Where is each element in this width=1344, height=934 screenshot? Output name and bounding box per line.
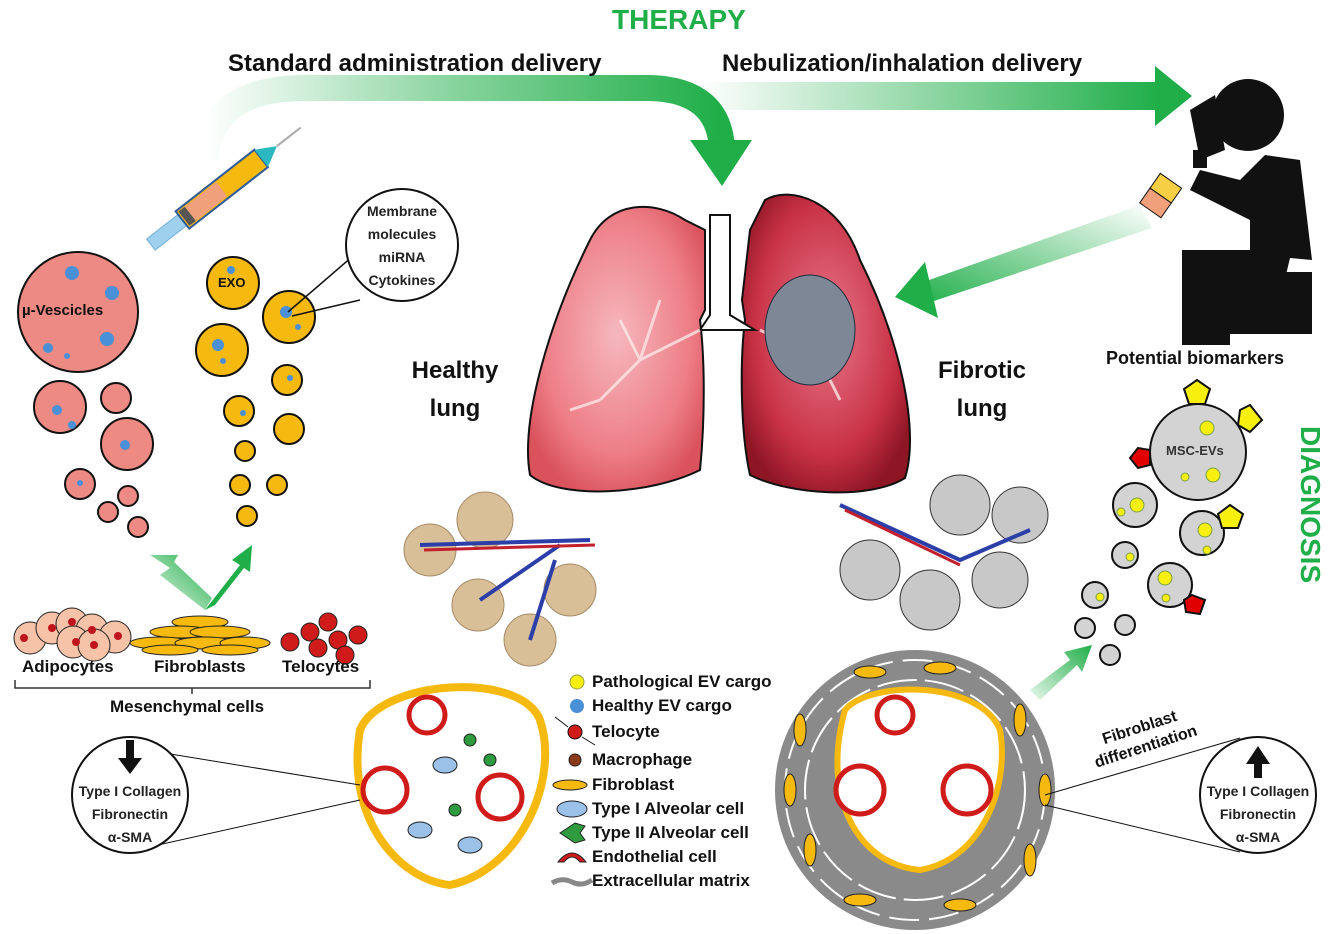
adipocytes-icon	[13, 607, 132, 662]
msc-evs-label: MSC-EVs	[1166, 443, 1224, 458]
marker-line: Fibronectin	[91, 806, 169, 822]
fibrotic-lung-label: Fibrotic lung	[922, 352, 1042, 428]
legend-label: Telocyte	[592, 722, 660, 741]
legend-label: Fibroblast	[592, 775, 675, 794]
healthy-lung-line: lung	[429, 395, 481, 422]
fibroblasts-icon	[129, 615, 271, 656]
legend-label: Type I Alveolar cell	[592, 799, 745, 818]
healthy-tissue-section	[353, 683, 550, 890]
type-ii-alveolar-icon	[559, 822, 586, 844]
healthy-markers-text: Type I Collagen Fibronectin α-SMA	[70, 780, 190, 849]
microvesicles-label: µ-Vescicles	[22, 302, 104, 319]
exosomes-label: EXO	[218, 275, 246, 290]
endothelial-icon	[556, 852, 588, 863]
macrophage-icon	[568, 753, 582, 767]
fibrotic-lung-line: Fibrotic	[938, 357, 1026, 384]
healthy-lung-label: Healthy lung	[395, 352, 515, 428]
legend-swatch	[552, 870, 592, 892]
legend-label: Pathological EV cargo	[592, 672, 772, 691]
marker-line: Type I Collagen	[78, 783, 182, 799]
nebulization-delivery-label: Nebulization/inhalation delivery	[722, 50, 1083, 77]
legend-swatch	[552, 774, 592, 796]
healthy-lung-line: Healthy	[411, 357, 499, 384]
telocyte-icon	[567, 724, 583, 740]
fibrotic-lung-line: lung	[956, 395, 1008, 422]
legend-swatch	[552, 695, 592, 717]
arrow-down-icon	[118, 740, 142, 774]
fibroblasts-label: Fibroblasts	[154, 657, 246, 676]
microvesicles-cluster	[17, 251, 154, 538]
cell-legend: Pathological EV cargo Healthy EV cargo T…	[552, 670, 812, 900]
arrow-up-icon	[1246, 746, 1270, 778]
fibrotic-alveoli	[839, 474, 1049, 631]
legend-label: Extracellular matrix	[592, 871, 750, 890]
fibrotic-tissue-section	[775, 650, 1055, 930]
syringe-icon	[145, 126, 302, 251]
type-i-alveolar-icon	[556, 800, 588, 818]
lungs-illustration	[527, 193, 911, 494]
patient-inhaler-icon	[1138, 79, 1312, 345]
standard-delivery-arrow	[192, 75, 752, 186]
mesenchymal-bracket	[14, 680, 371, 694]
telocytes-label: Telocytes	[282, 657, 360, 676]
healthy-alveoli	[403, 491, 597, 667]
marker-line: α-SMA	[1235, 829, 1281, 845]
therapy-title: THERAPY	[612, 4, 746, 35]
legend-swatch	[552, 846, 592, 868]
legend-label: Macrophage	[592, 750, 693, 769]
pathological-ev-cargo-icon	[569, 674, 585, 690]
healthy-ev-cargo-icon	[570, 699, 584, 713]
telocytes-icon	[280, 612, 368, 665]
fibroblast-icon	[552, 779, 588, 791]
standard-delivery-label: Standard administration delivery	[228, 50, 602, 77]
diagnosis-evs	[1074, 378, 1264, 666]
potential-biomarkers-label: Potential biomarkers	[1106, 348, 1285, 368]
marker-line: α-SMA	[107, 829, 153, 845]
cargo-callout-text: Membrane molecules miRNA Cytokines	[352, 200, 452, 292]
fibrotic-marker-circle	[1199, 736, 1317, 854]
legend-swatch	[552, 671, 592, 693]
legend-swatch	[552, 798, 592, 820]
cargo-line: Membrane	[366, 203, 438, 219]
legend-swatch	[552, 721, 592, 743]
marker-line: Type I Collagen	[1206, 783, 1310, 799]
legend-label: Healthy EV cargo	[592, 696, 732, 715]
cargo-line: molecules	[367, 226, 437, 242]
legend-label: Endothelial cell	[592, 847, 717, 866]
adipocytes-label: Adipocytes	[22, 657, 114, 676]
nebulization-arrow	[700, 66, 1192, 126]
cargo-callout-circle	[345, 188, 459, 302]
cargo-line: miRNA	[378, 249, 426, 265]
marker-line: Fibronectin	[1219, 806, 1297, 822]
healthy-marker-circle	[71, 736, 189, 854]
diagnosis-title: DIAGNOSIS	[1295, 426, 1326, 584]
legend-icons	[550, 674, 596, 887]
fibrotic-markers-text: Type I Collagen Fibronectin α-SMA	[1198, 780, 1318, 849]
exosomes-cluster	[195, 256, 316, 527]
legend-label: Type II Alveolar cell	[592, 823, 749, 842]
legend-swatch	[552, 749, 592, 771]
mesenchymal-cells-label: Mesenchymal cells	[110, 697, 265, 716]
fibrotic-nodule	[764, 274, 856, 386]
legend-swatch	[552, 822, 592, 844]
cargo-line: Cytokines	[368, 272, 436, 288]
ecm-icon	[550, 877, 594, 887]
inhaler-to-lung-arrow	[895, 205, 1152, 318]
differentiation-arrow	[1030, 645, 1092, 700]
secretion-arrows	[150, 545, 252, 610]
